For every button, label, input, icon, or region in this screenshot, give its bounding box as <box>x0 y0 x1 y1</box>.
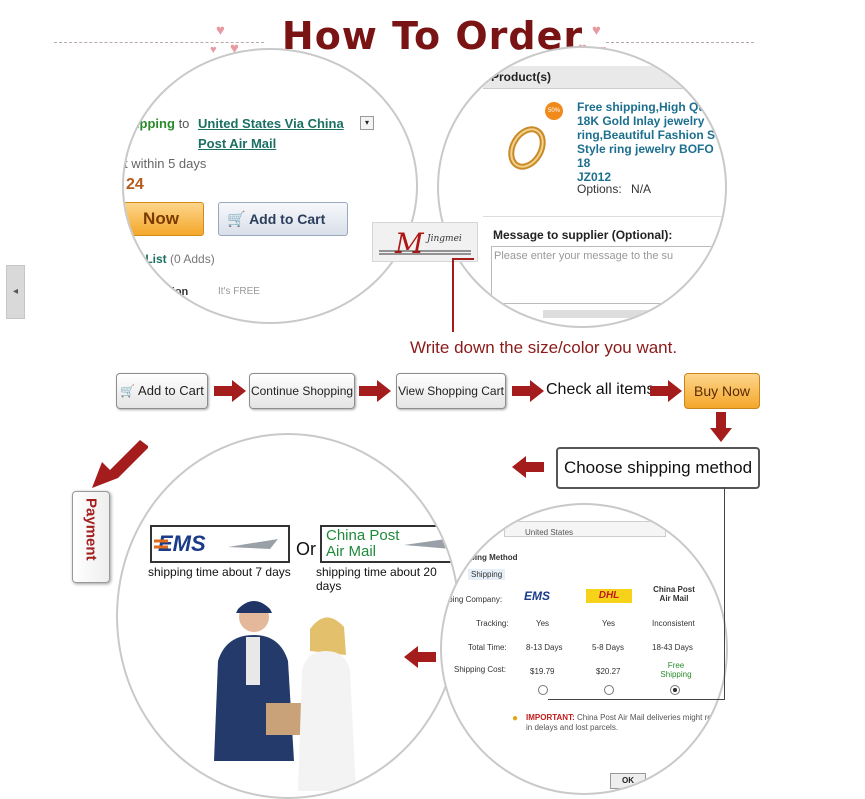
shipping-cost-label: Shipping Cost: <box>454 665 507 674</box>
message-label: Message to supplier (Optional): <box>493 228 673 242</box>
ems-shipping-time: shipping time about 7 days <box>148 565 291 579</box>
arrow-left-icon <box>512 456 544 483</box>
cost-ems: $19.79 <box>530 667 555 676</box>
header-divider-right <box>606 42 754 43</box>
arrow-left-icon <box>404 646 436 673</box>
dropdown-icon[interactable]: ▾ <box>360 116 374 130</box>
payment-label: Payment <box>72 491 110 583</box>
connector-line <box>452 258 454 332</box>
flow-add-to-cart: 🛒 Add to Cart <box>116 373 208 409</box>
time-china-post: 18-43 Days <box>652 643 693 652</box>
connector-line <box>452 258 474 260</box>
free-label: It's FREE <box>218 286 260 297</box>
size-color-note: Write down the size/color you want. <box>410 338 678 357</box>
cart-icon: 🛒 <box>120 384 136 398</box>
arrow-right-icon <box>650 380 682 407</box>
svg-text:Jingmei: Jingmei <box>425 234 462 244</box>
flow-check-items: Check all items <box>546 381 655 398</box>
shipping-word: hipping <box>128 116 175 131</box>
flow-continue-shopping: Continue Shopping <box>249 373 355 409</box>
protection-fragment: ction <box>162 286 189 298</box>
product-title[interactable]: Free shipping,High Qua 18K Gold Inlay je… <box>577 100 726 184</box>
page-title: How To Order <box>281 14 584 58</box>
store-logo: M Jingmei <box>372 222 478 262</box>
to-word: to <box>178 116 190 131</box>
logo-mark: M Jingmei <box>379 227 471 260</box>
tracking-ems: Yes <box>536 619 550 628</box>
product-panel-zoom: Product(s) 50% Free shipping,High Qua 18… <box>437 46 727 328</box>
heart-icon: ♥ <box>216 22 225 39</box>
wishlist-adds: (0 Adds) <box>170 252 215 266</box>
time-dhl: 5-8 Days <box>592 643 625 652</box>
delivery-time: t within 5 days <box>124 156 207 171</box>
arrow-down-icon <box>710 412 732 447</box>
options-value: N/A <box>631 182 652 196</box>
ems-badge: EMS <box>150 525 290 563</box>
collapse-tab[interactable]: ◂ <box>6 265 25 319</box>
shipping-link-line2[interactable]: Post Air Mail <box>198 136 277 151</box>
add-to-cart-label: Add to Cart <box>249 211 326 227</box>
svg-text:M: M <box>394 227 425 260</box>
shipping-tag: Shipping <box>468 569 506 580</box>
delivery-illustration <box>206 591 376 796</box>
buy-now-button[interactable]: Now <box>124 202 204 236</box>
country-select[interactable]: United States <box>504 521 666 537</box>
discount-badge: 50% <box>545 102 563 120</box>
time-ems: 8-13 Days <box>526 643 563 652</box>
message-textarea[interactable]: Please enter your message to the su <box>491 246 725 304</box>
radio-ems[interactable] <box>538 685 548 695</box>
warning-icon: ● <box>512 713 519 724</box>
arrow-down-left-icon <box>92 440 148 493</box>
products-header: Product(s) <box>491 70 551 84</box>
buy-now-label: Now <box>143 209 179 228</box>
air-fragment: air <box>162 74 174 85</box>
delivery-panel-zoom: EMS Or China Post Air Mail shipping time… <box>116 433 460 799</box>
cost-dhl: $20.27 <box>596 667 621 676</box>
flow-buy-now: Buy Now <box>684 373 760 409</box>
flow-choose-shipping: Choose shipping method <box>556 447 760 489</box>
shipping-link[interactable]: United States Via China <box>198 116 344 131</box>
wishlist-link[interactable]: sh List <box>128 252 167 266</box>
china-post-badge: China Post Air Mail <box>320 525 458 563</box>
cost-china-post: Free Shipping <box>660 661 692 679</box>
method-label: ping Method <box>470 553 518 562</box>
tracking-china-post: Inconsistent <box>652 619 695 628</box>
radio-china-post[interactable] <box>670 685 680 695</box>
ok-button[interactable]: OK <box>610 773 646 789</box>
header-divider-left <box>54 42 264 43</box>
carrier-china-post: China Post Air Mail <box>653 585 695 603</box>
price-fragment: 24 <box>126 176 144 193</box>
heart-icon: ♥ <box>210 44 217 56</box>
options-label: Options: <box>577 182 622 196</box>
arrow-right-icon <box>214 380 246 407</box>
flow-view-cart: View Shopping Cart <box>396 373 506 409</box>
radio-dhl[interactable] <box>604 685 614 695</box>
important-note: IMPORTANT: China Post Air Mail deliverie… <box>526 713 725 732</box>
china-post-shipping-time: shipping time about 20 days <box>316 565 437 593</box>
tracking-label: Tracking: <box>476 619 509 628</box>
shipping-table-zoom: United States ping Method Shipping ippin… <box>440 503 728 795</box>
arrow-right-icon <box>359 380 391 407</box>
carrier-dhl: DHL <box>586 589 632 603</box>
company-label: ipping Company: <box>442 595 503 604</box>
arrow-right-icon <box>512 380 544 407</box>
or-label: Or <box>296 539 316 559</box>
carrier-ems: EMS <box>524 589 551 603</box>
add-to-cart-button[interactable]: 🛒 Add to Cart <box>218 202 348 236</box>
heart-icon: ♥ <box>230 40 239 57</box>
connector-line <box>724 487 725 699</box>
total-time-label: Total Time: <box>468 643 507 652</box>
ring-image <box>499 114 557 172</box>
tracking-dhl: Yes <box>602 619 616 628</box>
cart-panel-zoom: air hipping to United States Via China ▾… <box>122 48 418 324</box>
years-fragment: rs <box>196 306 205 317</box>
cart-icon: 🛒 <box>227 211 246 228</box>
heart-icon: ♥ <box>592 22 601 39</box>
connector-line <box>548 699 725 700</box>
message-placeholder: Please enter your message to the su <box>494 250 674 262</box>
